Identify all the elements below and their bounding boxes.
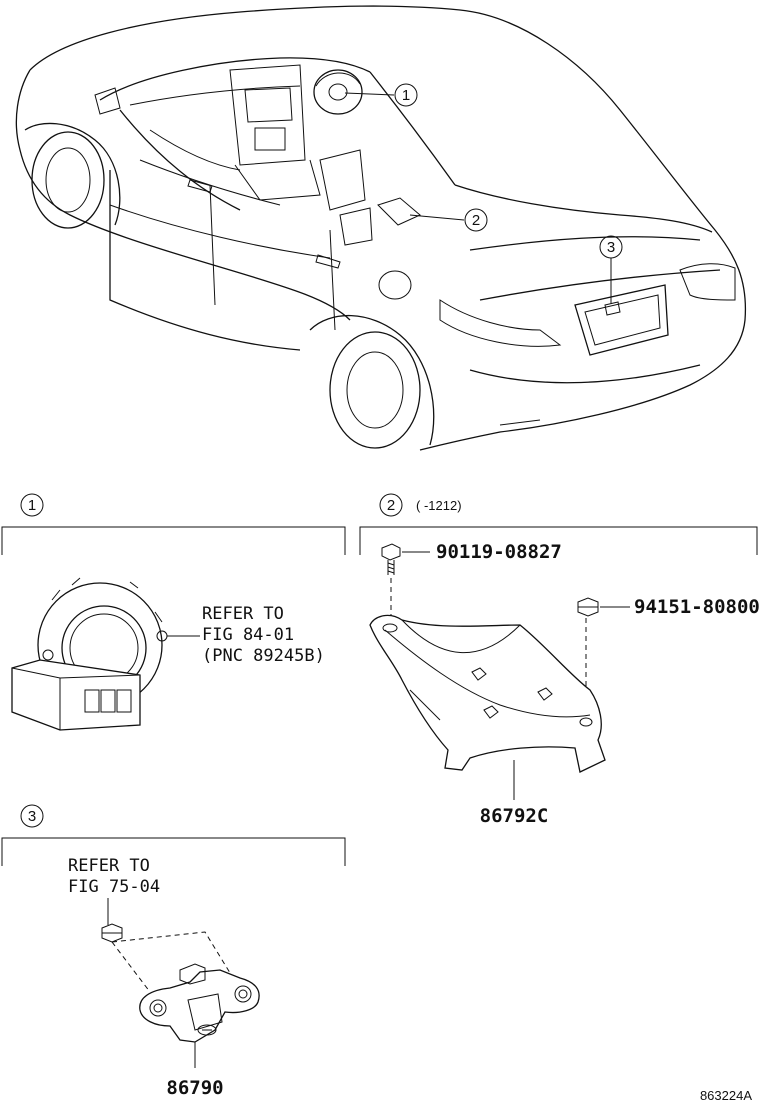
illustration-id: 863224A [700, 1088, 752, 1103]
bracket-part-number: 86792C [480, 805, 549, 827]
section-1-bracket [1, 526, 346, 555]
callout-1-label: 1 [402, 87, 410, 104]
section-1-circle [20, 493, 44, 517]
callout-1-circle [394, 83, 418, 107]
refer-to-label-3: REFER TO [68, 856, 150, 876]
refer-to-label-1: REFER TO [202, 604, 284, 624]
refer-fig-label-1: FIG 84-01 [202, 625, 294, 645]
section-1: 1 REFER TO FIG 84-01 (PNC 89245B) [1, 493, 346, 731]
section-2: 2 ( -1212) 90119-08827 94151-80800 [359, 493, 760, 827]
section-3-bracket [1, 837, 346, 866]
callout-2-circle [464, 208, 488, 232]
callout-3-circle [599, 235, 623, 259]
callout-3-label: 3 [607, 239, 615, 256]
nut-illustration [577, 597, 599, 617]
refer-pnc-label-1: (PNC 89245B) [202, 646, 325, 666]
section-3-number: 3 [28, 808, 36, 825]
section-2-date-note: ( -1212) [416, 498, 462, 513]
nut-part-number: 94151-80800 [634, 596, 760, 618]
section-2-circle [379, 493, 403, 517]
section-2-bracket [359, 526, 758, 555]
spiral-cable-illustration [11, 577, 168, 731]
car-illustration [15, 5, 747, 451]
bolt-part-number: 90119-08827 [436, 541, 562, 563]
bolt-illustration [381, 543, 401, 575]
clip-illustration [101, 923, 123, 943]
camera-part-number: 86790 [166, 1077, 223, 1099]
bracket-illustration [369, 614, 606, 773]
refer-fig-label-3: FIG 75-04 [68, 877, 160, 897]
callout-2-label: 2 [472, 212, 480, 229]
car-callouts: 1 2 3 [344, 83, 623, 304]
section-3-circle [20, 804, 44, 828]
section-3: 3 REFER TO FIG 75-04 86790 [1, 804, 346, 1099]
camera-illustration [139, 963, 260, 1043]
section-1-number: 1 [28, 497, 36, 514]
section-2-number: 2 [387, 497, 395, 514]
